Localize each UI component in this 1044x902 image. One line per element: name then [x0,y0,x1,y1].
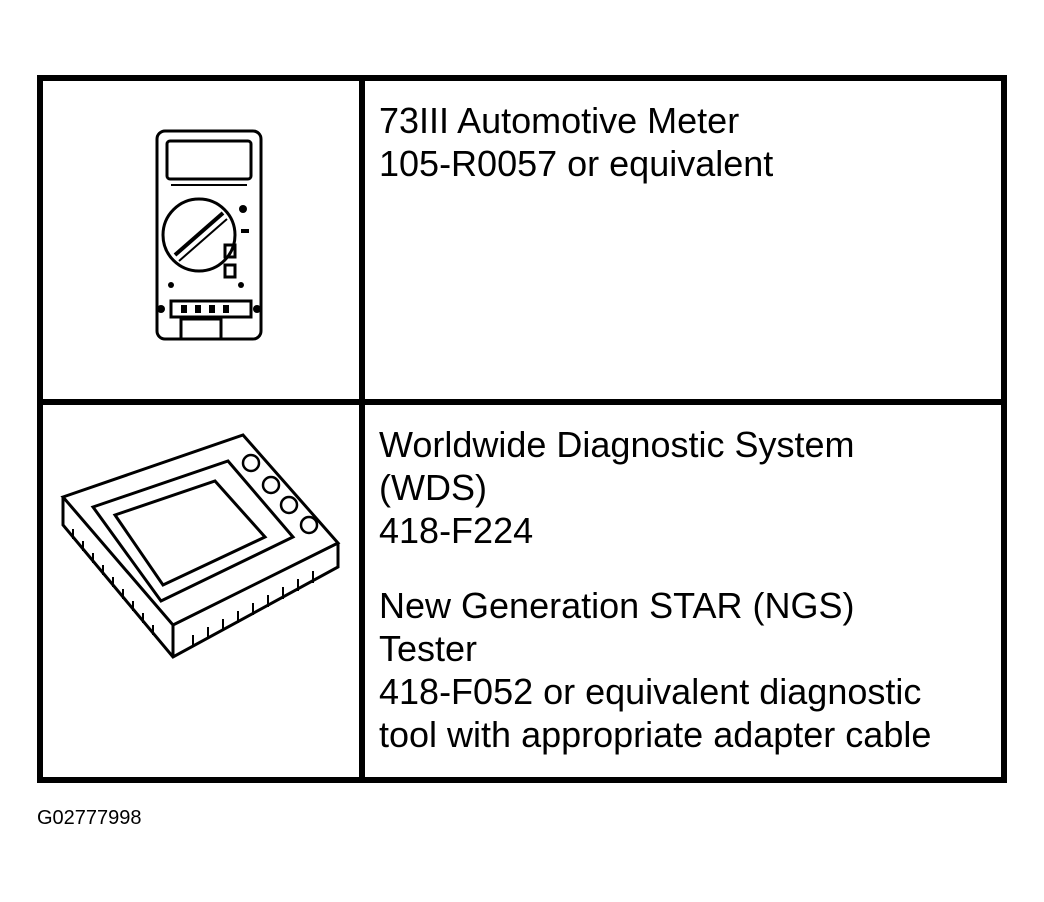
meter-image-cell [43,81,359,399]
row-divider [43,399,1001,405]
tool-row-tester: Worldwide Diagnostic System (WDS) 418-F2… [43,405,1001,777]
meter-part-number: 105-R0057 or equivalent [379,143,774,184]
ngs-name-continued: Tester [379,628,478,669]
wds-part-number: 418-F224 [379,510,534,551]
meter-name: 73III Automotive Meter [379,100,740,141]
special-tools-table: 73III Automotive Meter 105-R0057 or equi… [37,75,1007,783]
multimeter-icon [155,129,263,341]
diagnostic-tester-icon [60,433,341,659]
ngs-adapter-note: tool with appropriate adapter cable [379,714,932,755]
wds-abbreviation: (WDS) [379,467,487,508]
column-divider [359,81,365,777]
meter-description-cell: 73III Automotive Meter 105-R0057 or equi… [365,81,1001,399]
ngs-part-number: 418-F052 or equivalent diagnostic [379,671,922,712]
tool-row-meter: 73III Automotive Meter 105-R0057 or equi… [43,81,1001,399]
figure-id: G02777998 [37,807,142,829]
wds-name: Worldwide Diagnostic System [379,424,855,465]
spacer [379,552,991,584]
tester-image-cell [43,405,359,777]
ngs-name: New Generation STAR (NGS) [379,585,855,626]
tester-description-cell: Worldwide Diagnostic System (WDS) 418-F2… [365,405,1001,777]
